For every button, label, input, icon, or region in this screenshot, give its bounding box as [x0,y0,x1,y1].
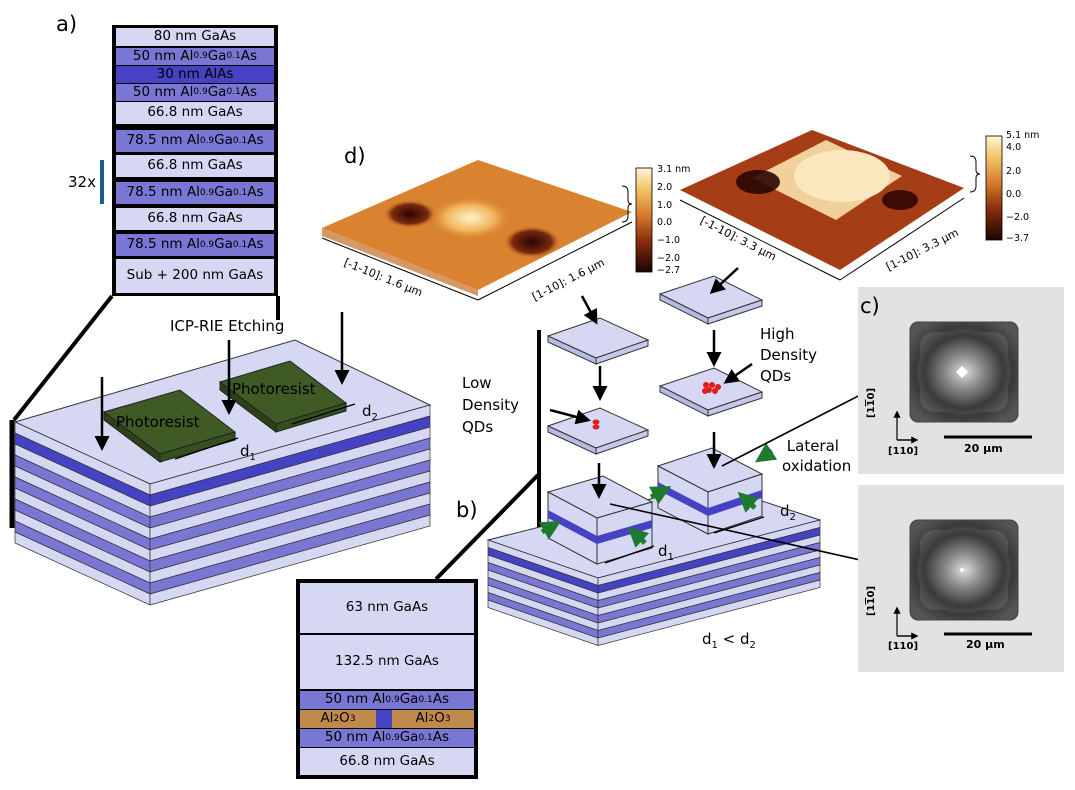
afm-left-max: 3.1 nm [657,164,691,175]
micro-top-scale: 20 µm [964,442,1003,455]
stack-b-aperture [376,710,392,728]
micrograph-bottom [858,485,1064,672]
etched-block [9,294,432,606]
photoresist-label-left: Photoresist [116,413,200,431]
etch-arrows [94,312,350,451]
panel-label-d: d) [344,144,366,168]
afm-right-tick-2: 0.0 [1006,189,1022,200]
mesa-block [434,330,822,646]
d2-label-b: d2 [780,502,796,523]
qd-low [592,419,600,425]
afm-right-colorbar [969,135,1003,241]
d1-line-b [604,545,655,564]
icp-etching-label: ICP-RIE Etching [170,317,285,335]
link-line-bottom [609,503,906,571]
stack-a-layer-7: 66.8 nm GaAs [116,155,274,177]
afm-right-tick-4: −3.7 [1006,233,1030,244]
afm-right-tick-3: −2.0 [1006,212,1030,223]
panel-label-c: c) [860,294,880,318]
plate-low-1 [546,317,650,365]
panel-label-b: b) [456,498,478,522]
micro-top-axis-b: [110] [888,446,919,457]
stack-b-layer-2: 132.5 nm GaAs [300,635,474,689]
plate-high-1 [658,275,764,325]
afm-left [321,160,633,301]
plate-low-2 [546,407,650,455]
d1-line-a [174,437,239,460]
stack-a-layer-11: Sub + 200 nm GaAs [116,259,274,293]
afm-left-tick-1: 1.0 [657,200,673,211]
afm-left-tick-3: −1.0 [657,235,681,246]
d-relation-label: d1 < d2 [702,630,756,651]
afm-right-tick-0: 4.0 [1006,142,1022,153]
afm-right-tick-1: 2.0 [1006,166,1022,177]
d1-label-b: d1 [658,542,674,563]
d2-label-a: d2 [362,402,378,423]
repeat-label: 32x [68,173,96,191]
mesa-large [656,447,764,535]
block-layer-side [149,514,431,606]
qd-high-cluster [702,382,721,394]
stack-b-layer-1: 63 nm GaAs [300,583,474,633]
repeat-bracket [100,160,104,204]
photoresist-label-right: Photoresist [232,380,316,398]
afm-right [679,130,965,281]
micro-bottom-axis-b: [110] [888,641,919,652]
stack-a-layer-3: 30 nm AlAs [116,66,274,83]
afm-left-tick-0: 2.0 [657,182,673,193]
stack-a-layer-9: 66.8 nm GaAs [116,208,274,230]
block-layer-side [597,579,821,646]
stack-a-layer-5: 66.8 nm GaAs [116,102,274,124]
plate-high-2 [658,367,764,417]
d2-line-a [291,403,356,425]
panel-label-a: a) [56,12,78,36]
afm-left-tick-4: −2.0 [657,253,681,264]
d2-line-b [713,516,765,534]
afm-left-tick-5: −2.7 [657,265,681,276]
afm-left-colorbar [621,167,653,273]
flow-arrows [549,267,753,499]
micrograph-top [858,287,1064,474]
stack-b-layer-6: 66.8 nm GaAs [300,748,474,775]
oxidation-arrows [538,442,778,548]
stack-a-layer-1: 80 nm GaAs [116,28,274,46]
micro-bottom-axis-a: [110] [866,585,877,616]
d1-label-a: d1 [240,442,256,463]
micro-bottom-scale: 20 µm [966,638,1005,651]
afm-right-max: 5.1 nm [1006,130,1040,141]
afm-left-tick-2: 0.0 [657,217,673,228]
photoresist-left [102,389,237,463]
micro-top-axis-a: [110] [866,387,877,418]
